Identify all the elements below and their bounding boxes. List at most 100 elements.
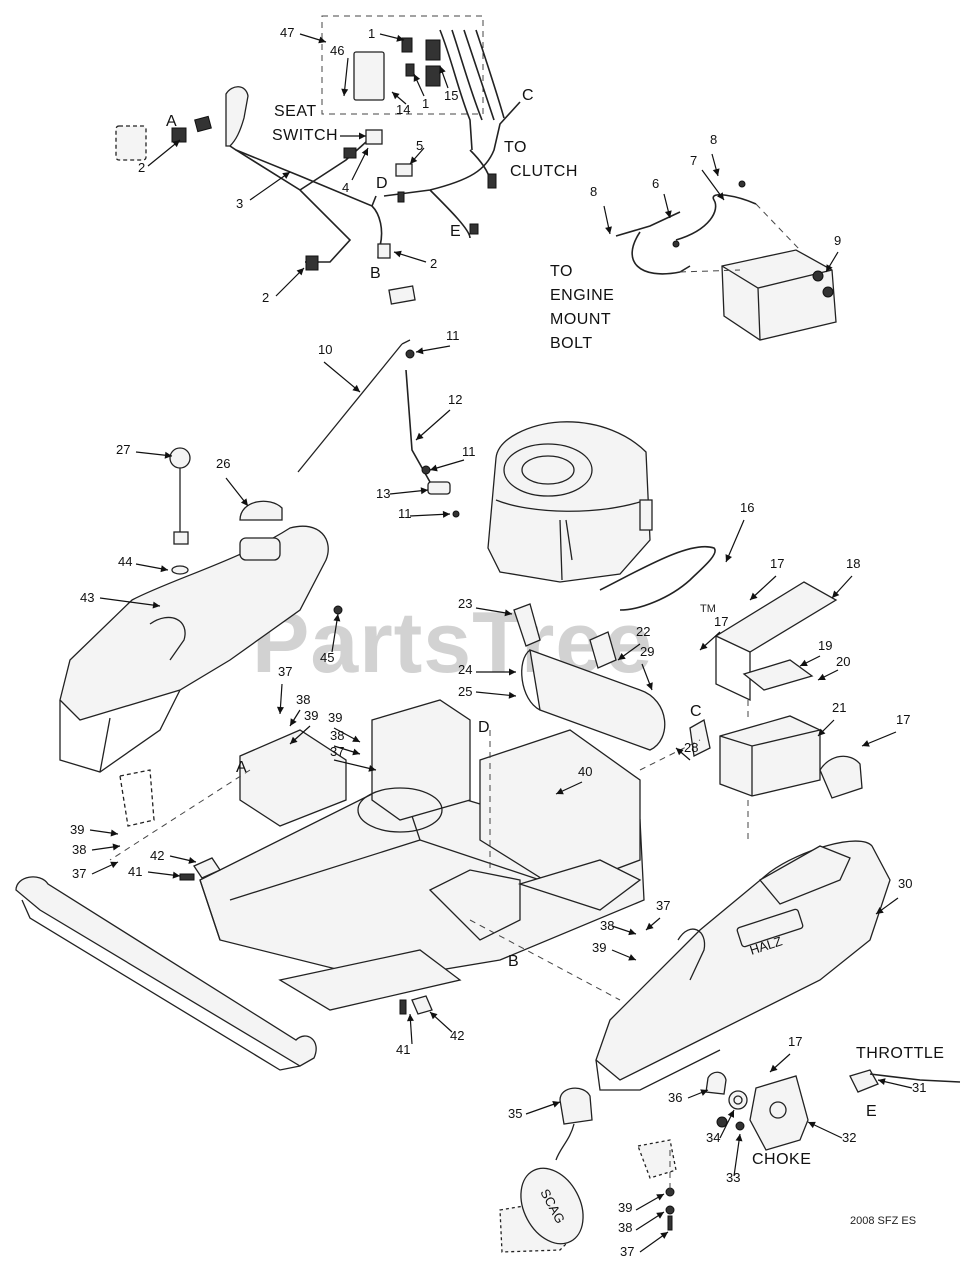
leader-line (333, 759, 377, 771)
leader-arrowhead (361, 148, 368, 156)
part-number: 16 (740, 500, 754, 515)
part-number: 13 (376, 486, 390, 501)
part-number: 44 (118, 554, 132, 569)
leader-arrowhead (359, 132, 366, 140)
leader-arrowhead (826, 264, 833, 272)
part-number: 17 (770, 556, 784, 571)
leader-arrowhead (676, 748, 684, 756)
leader-arrowhead (394, 250, 402, 258)
connection-ref: D (478, 719, 490, 736)
part-number: 17 (788, 1034, 802, 1049)
leader-arrowhead (552, 1101, 560, 1108)
part-number: 38 (618, 1220, 632, 1235)
part-number: 37 (278, 664, 292, 679)
leader-arrowhead (413, 74, 421, 82)
part-number: 33 (726, 1170, 740, 1185)
leader-arrowhead (368, 764, 376, 772)
part-number: 26 (216, 456, 230, 471)
part-number: 8 (590, 184, 597, 199)
seat-switch-label: SWITCH (272, 127, 338, 144)
leader-lines (89, 33, 913, 1253)
part-number: 25 (458, 684, 472, 699)
part-number: 23 (458, 596, 472, 611)
part-number: 46 (330, 43, 344, 58)
controls: SCAG (520, 1069, 961, 1245)
leader-arrowhead (660, 1232, 668, 1239)
wiring-harness (115, 15, 521, 305)
leader-arrowhead (240, 498, 248, 506)
part-number: 37 (72, 866, 86, 881)
watermark-tm: TM (700, 603, 716, 615)
leader-arrowhead (808, 1121, 816, 1129)
leader-arrowhead (172, 871, 180, 879)
part-number: 7 (690, 153, 697, 168)
part-number: 2 (138, 160, 145, 175)
leader-arrowhead (290, 718, 297, 726)
part-number: 2 (430, 256, 437, 271)
leader-arrowhead (442, 510, 450, 518)
part-number: 11 (446, 328, 460, 343)
drawing-code: 2008 SFZ ES (850, 1215, 916, 1227)
part-number: 32 (842, 1130, 856, 1145)
leader-arrowhead (605, 226, 612, 234)
part-number: 35 (508, 1106, 522, 1121)
part-number: 20 (836, 654, 850, 669)
connection-ref: C (690, 703, 702, 720)
leader-arrowhead (646, 682, 653, 690)
part-number: 38 (330, 728, 344, 743)
part-number: 39 (328, 710, 342, 725)
part-number: 27 (116, 442, 130, 457)
part-number: 17 (714, 614, 728, 629)
part-number: 47 (280, 25, 294, 40)
battery-cables (615, 180, 837, 341)
leader-arrowhead (282, 172, 290, 179)
fuel-tank (59, 447, 343, 773)
part-number: 18 (846, 556, 860, 571)
leader-arrowhead (712, 168, 720, 176)
leader-arrowhead (341, 88, 349, 96)
leader-arrowhead (735, 1134, 743, 1142)
connection-ref: C (522, 87, 534, 104)
callout-notes: SEAT SWITCH TO CLUTCH TO ENGINE MOUNT BO… (272, 103, 944, 1168)
part-number: 9 (834, 233, 841, 248)
leader-arrowhead (416, 432, 424, 440)
leader-arrowhead (876, 907, 884, 914)
leader-arrowhead (110, 829, 118, 837)
leader-arrowhead (352, 735, 360, 742)
part-number: A (166, 113, 177, 130)
part-number: 1 (422, 96, 429, 111)
part-number: 21 (832, 700, 846, 715)
part-number: 1 (368, 26, 375, 41)
part-number: 39 (304, 708, 318, 723)
to-clutch-label: TO (504, 139, 527, 156)
part-number: 39 (70, 822, 84, 837)
leader-arrowhead (504, 609, 512, 617)
connection-ref: B (370, 265, 381, 282)
part-number: 45 (320, 650, 334, 665)
part-number: 42 (150, 848, 164, 863)
choke-label: CHOKE (752, 1151, 811, 1168)
part-number: 39 (618, 1200, 632, 1215)
part-number: 31 (912, 1080, 926, 1095)
leader-arrowhead (110, 861, 118, 869)
leader-arrowhead (164, 451, 172, 459)
to-clutch-label: CLUTCH (510, 163, 578, 180)
leader-line (725, 519, 745, 563)
part-number: 29 (640, 644, 654, 659)
leader-arrowhead (725, 554, 732, 562)
leader-arrowhead (352, 384, 360, 392)
throttle-label: THROTTLE (856, 1045, 944, 1062)
connection-refs: C D E B D A C B E (236, 87, 877, 1120)
leader-arrowhead (770, 1064, 778, 1072)
leader-arrowhead (727, 1110, 734, 1118)
part-number: 41 (396, 1042, 410, 1057)
connection-ref: D (376, 175, 388, 192)
leader-arrowhead (290, 736, 298, 744)
part-number: 28 (684, 740, 698, 755)
part-number: 4 (342, 180, 349, 195)
fuel-line (297, 339, 460, 518)
leader-arrowhead (878, 1078, 886, 1086)
leader-arrowhead (172, 140, 180, 148)
leader-arrowhead (556, 787, 564, 795)
leader-arrowhead (416, 347, 424, 355)
